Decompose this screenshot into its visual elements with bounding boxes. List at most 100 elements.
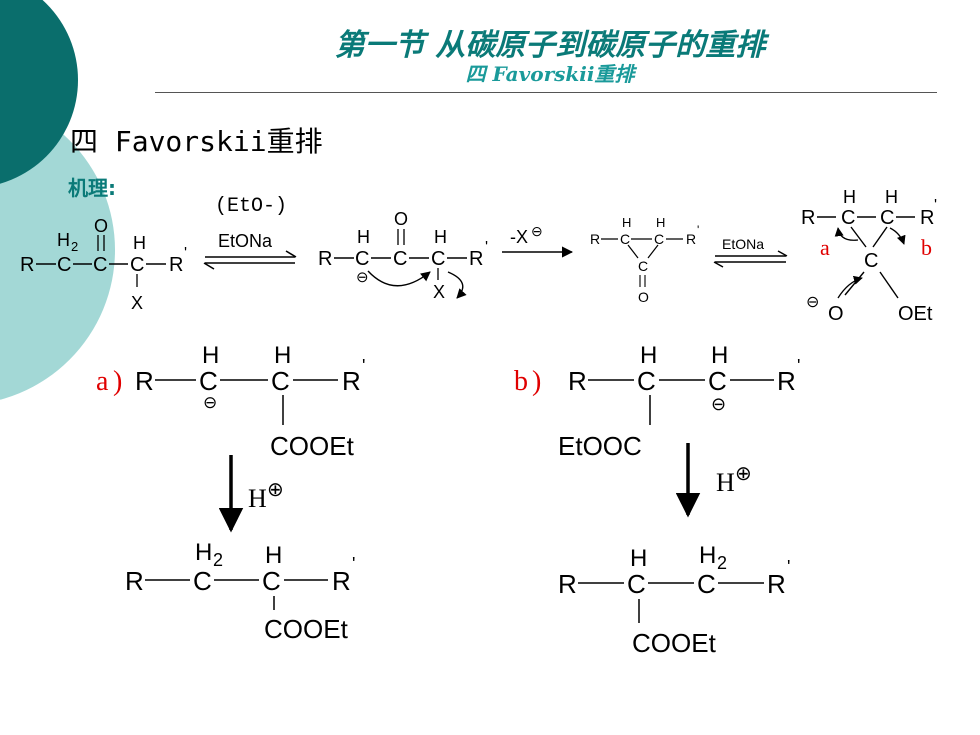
atom-c: C bbox=[271, 366, 290, 396]
atom-r: R bbox=[568, 366, 587, 396]
mechanism-label: 机理: bbox=[68, 176, 116, 200]
atom-h: H bbox=[885, 187, 898, 207]
atom-r-prime: R bbox=[777, 366, 796, 396]
atom-h: H bbox=[622, 215, 631, 230]
atom-c: C bbox=[620, 231, 630, 247]
protonation-arrow-a: H ⊕ bbox=[218, 455, 284, 533]
positive-charge: ⊕ bbox=[267, 479, 284, 501]
atom-c: C bbox=[880, 207, 894, 229]
atom-x: X bbox=[131, 293, 143, 313]
product-b: R C H COOEt C H 2 R ' bbox=[558, 542, 790, 658]
atom-h: H bbox=[202, 342, 219, 369]
atom-r: R bbox=[125, 566, 144, 596]
atom-c: C bbox=[637, 366, 656, 396]
prime-mark: ' bbox=[352, 554, 355, 574]
atom-c: C bbox=[638, 258, 648, 274]
prime-mark: ' bbox=[184, 245, 187, 262]
atom-x: X bbox=[433, 282, 445, 302]
product-a: R C H 2 C H COOEt R ' bbox=[125, 539, 355, 644]
atom-r: R bbox=[20, 254, 34, 276]
equilibrium-arrow-2: EtONa bbox=[713, 236, 788, 268]
path-label-a: a bbox=[820, 235, 830, 260]
section-heading: 四 Favorskii重排 bbox=[70, 125, 323, 158]
atom-c: C bbox=[93, 254, 107, 276]
atom-r-prime: R bbox=[767, 569, 786, 599]
atom-c: C bbox=[654, 231, 664, 247]
atom-r-prime: R bbox=[920, 207, 934, 229]
prime-mark: ' bbox=[787, 557, 790, 577]
atom-h: H bbox=[434, 227, 447, 247]
atom-h: H bbox=[656, 215, 665, 230]
condition-reagent: EtONa bbox=[218, 231, 273, 251]
protonation-arrow-b: H ⊕ bbox=[675, 443, 752, 518]
path-label-a: a bbox=[96, 366, 109, 397]
negative-charge: ⊖ bbox=[203, 393, 217, 412]
molecule-enolate: R C H ⊖ C O C H X R ' bbox=[318, 209, 488, 302]
negative-charge: ⊖ bbox=[711, 394, 726, 414]
atom-c: C bbox=[627, 569, 646, 599]
elimination-arrow: -X ⊖ bbox=[502, 223, 574, 258]
atom-r: R bbox=[558, 569, 577, 599]
atom-o: O bbox=[638, 289, 649, 305]
atom-h: H bbox=[57, 230, 70, 250]
atom-oet: OEt bbox=[898, 303, 933, 325]
negative-charge: ⊖ bbox=[806, 294, 819, 311]
condition-base: (EtO-) bbox=[215, 195, 287, 218]
atom-h: H bbox=[357, 227, 370, 247]
loss-label: -X bbox=[510, 227, 528, 247]
carbanion-b: b ) R C H EtOOC C H ⊖ R ' bbox=[514, 342, 800, 461]
atom-c: C bbox=[193, 566, 212, 596]
atom-c: C bbox=[864, 250, 878, 272]
atom-r-prime: R bbox=[686, 231, 696, 247]
atom-etooc: EtOOC bbox=[558, 431, 642, 461]
atom-cooet: COOEt bbox=[270, 431, 355, 461]
slide-subtitle: 四 Favorskii重排 bbox=[465, 62, 635, 86]
atom-h: H bbox=[640, 342, 657, 369]
atom-cooet: COOEt bbox=[632, 628, 717, 658]
atom-o: O bbox=[94, 216, 108, 236]
subscript-2: 2 bbox=[71, 239, 78, 254]
slide-title: 第一节 从碳原子到碳原子的重排 bbox=[334, 28, 766, 63]
atom-o: O bbox=[394, 209, 408, 229]
title-rule bbox=[155, 92, 937, 93]
proton-label: H bbox=[716, 468, 735, 497]
atom-h: H bbox=[274, 342, 291, 369]
positive-charge: ⊕ bbox=[735, 463, 752, 485]
atom-c: C bbox=[262, 566, 281, 596]
atom-h: H bbox=[195, 539, 212, 566]
carbanion-a: a ) R C H ⊖ C H COOEt R ' bbox=[96, 342, 365, 461]
atom-c: C bbox=[841, 207, 855, 229]
atom-h: H bbox=[630, 545, 647, 572]
subscript-2: 2 bbox=[213, 550, 223, 570]
atom-c: C bbox=[199, 366, 218, 396]
atom-c: C bbox=[697, 569, 716, 599]
atom-r-prime: R bbox=[332, 566, 351, 596]
prime-mark: ' bbox=[362, 356, 365, 376]
prime-mark: ' bbox=[485, 239, 488, 256]
negative-charge: ⊖ bbox=[531, 223, 543, 239]
atom-h: H bbox=[133, 233, 146, 253]
molecule-tetrahedral-intermediate: R C H C H R ' C O ⊖ OEt a b bbox=[801, 187, 937, 325]
svg-text:): ) bbox=[113, 366, 122, 397]
path-label-b: b bbox=[921, 235, 932, 260]
atom-r-prime: R bbox=[469, 248, 483, 270]
atom-c: C bbox=[57, 254, 71, 276]
atom-o: O bbox=[828, 303, 844, 325]
atom-h: H bbox=[699, 542, 716, 569]
equilibrium-arrow-1: (EtO-) EtONa bbox=[203, 195, 297, 270]
molecule-haloketone: R C H 2 C O C H X R ' bbox=[20, 216, 187, 313]
atom-h: H bbox=[843, 187, 856, 207]
prime-mark: ' bbox=[797, 356, 800, 376]
atom-r: R bbox=[318, 248, 332, 270]
molecule-cyclopropanone: R C H C H R ' C O bbox=[590, 215, 699, 305]
atom-r: R bbox=[590, 231, 600, 247]
atom-r: R bbox=[801, 207, 815, 229]
atom-r: R bbox=[135, 366, 154, 396]
atom-c: C bbox=[355, 248, 369, 270]
condition-reagent: EtONa bbox=[722, 236, 764, 252]
atom-c: C bbox=[130, 254, 144, 276]
atom-r-prime: R bbox=[169, 254, 183, 276]
proton-label: H bbox=[248, 484, 267, 513]
